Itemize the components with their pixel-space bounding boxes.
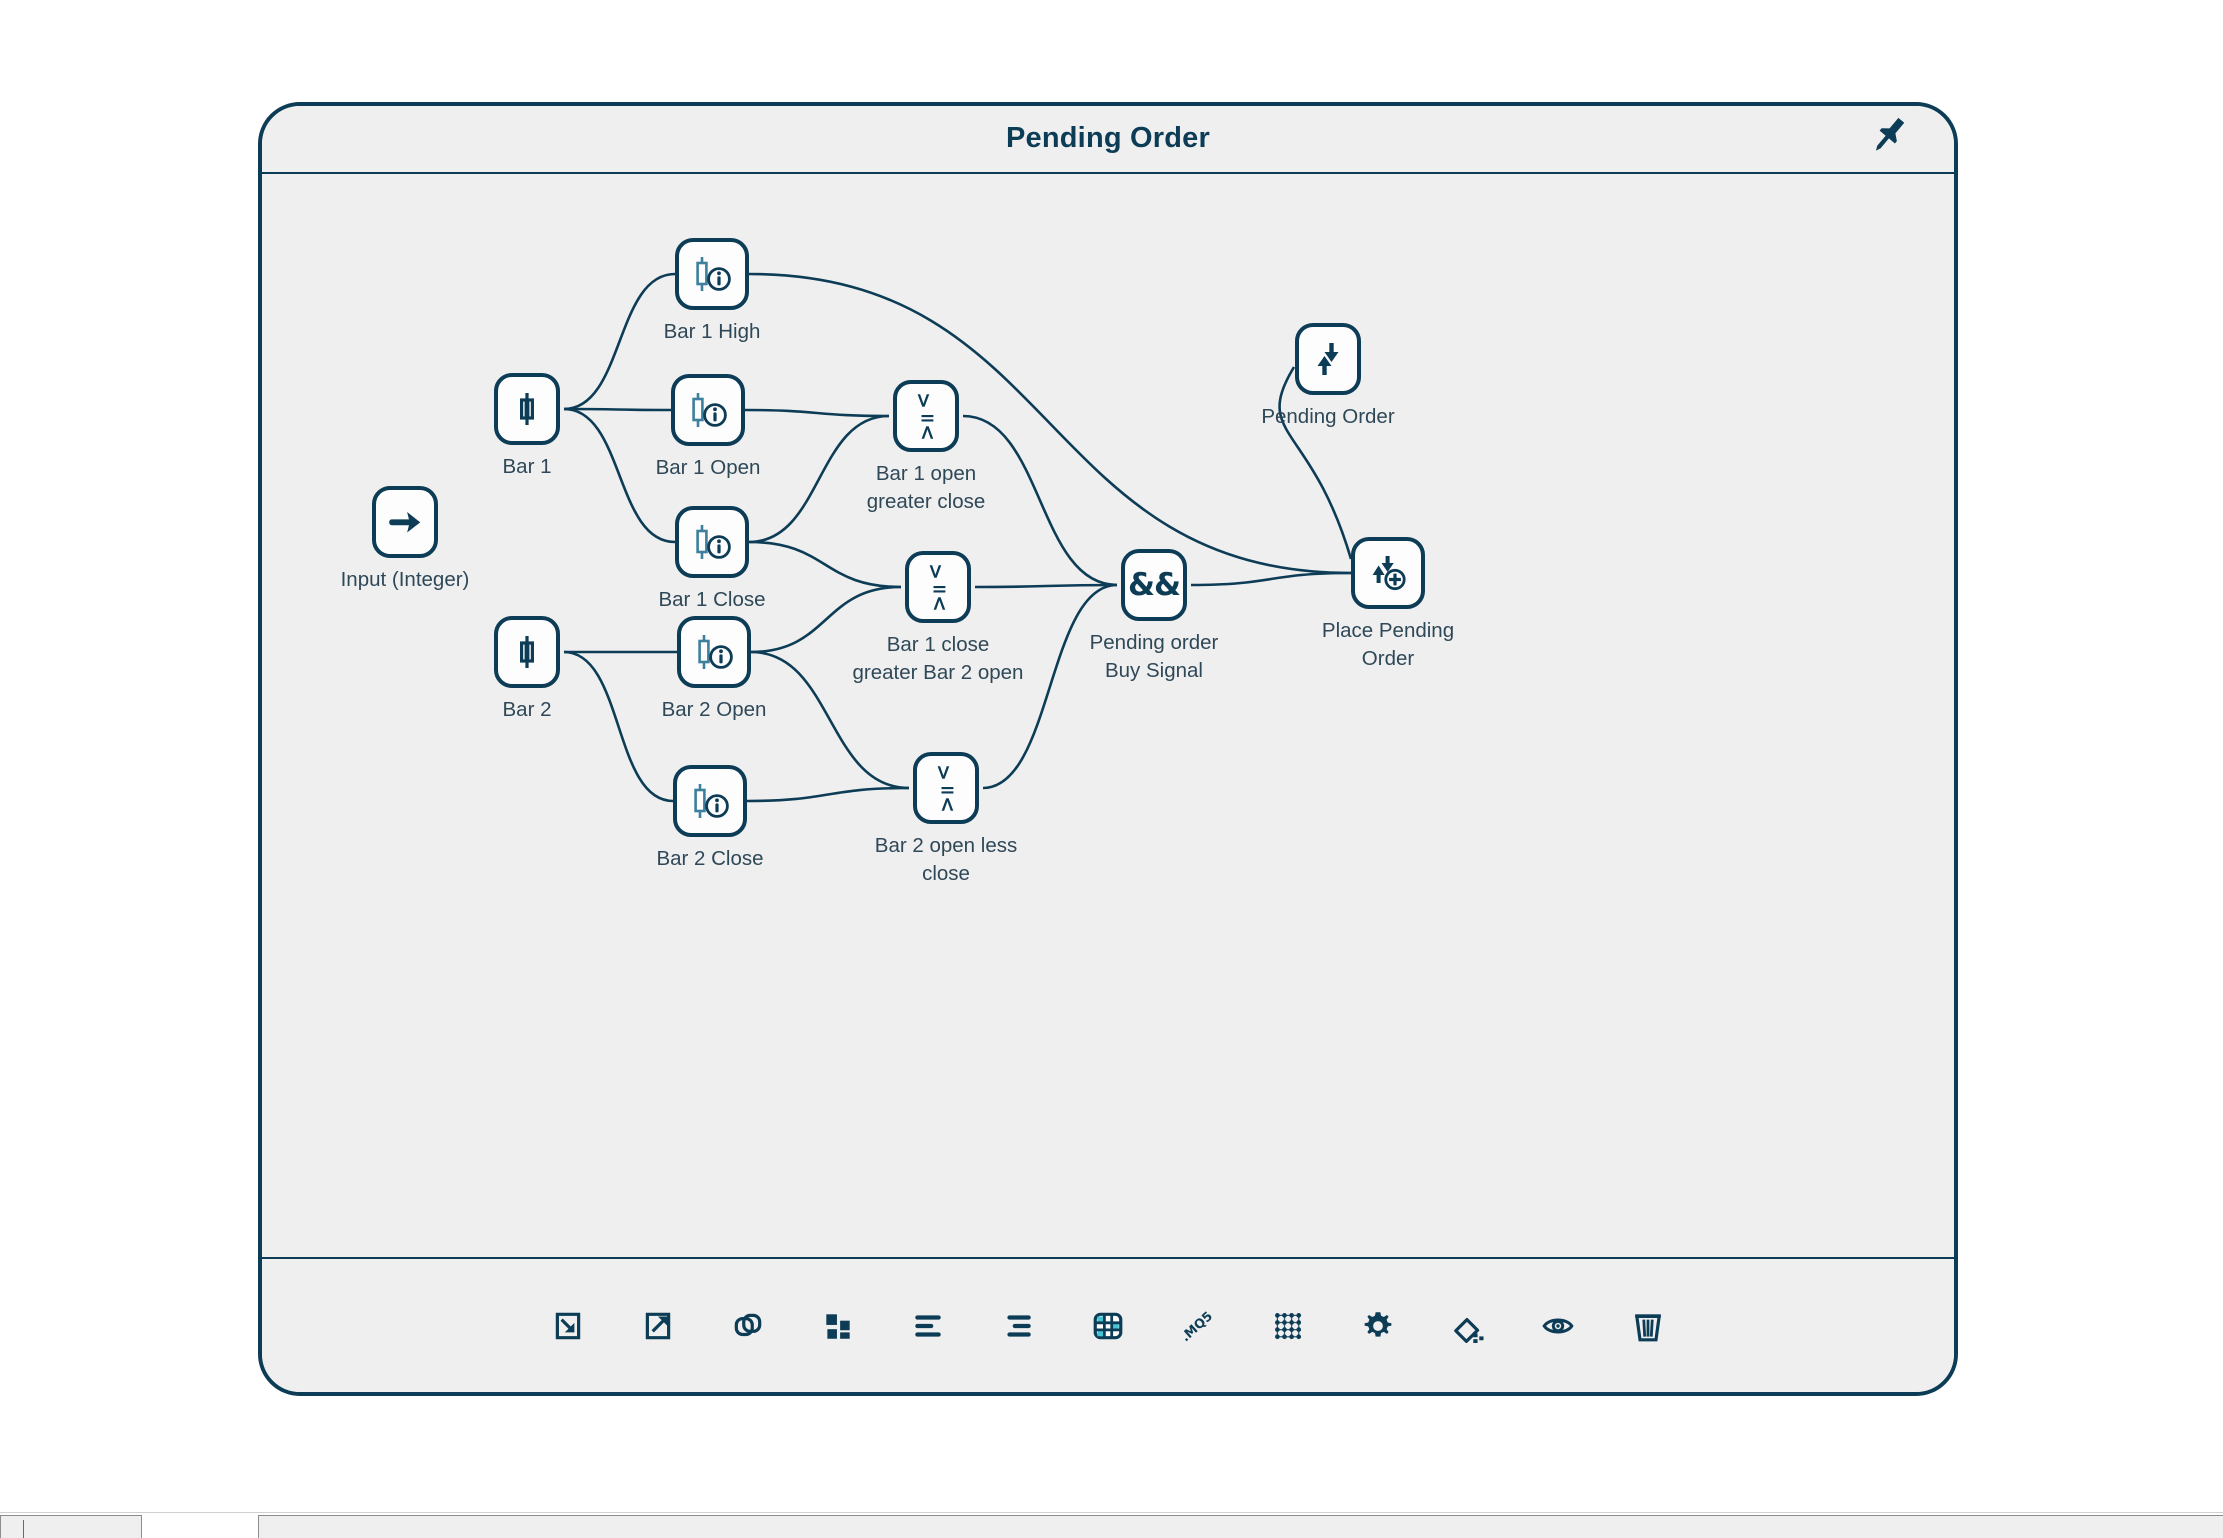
graph-node-label: Bar 2 Close: [656, 847, 764, 870]
pushpin-icon[interactable]: [1866, 112, 1912, 158]
status-cell-left: [0, 1515, 142, 1538]
status-cell-main: [258, 1515, 2223, 1538]
graph-node-label: Bar 1 close greater Bar 2 open: [852, 633, 1024, 684]
graph-node-label: Bar 1 open greater close: [866, 462, 986, 513]
logical-and-icon[interactable]: &&: [1121, 549, 1187, 621]
import-icon[interactable]: [545, 1303, 591, 1349]
compare-icon[interactable]: >=<: [893, 380, 959, 452]
graph-canvas[interactable]: Input (Integer) Bar 1 Bar 2 Bar 1 High: [262, 174, 1954, 1261]
candlestick-info-icon[interactable]: [675, 506, 749, 578]
dot-grid-icon[interactable]: [1265, 1303, 1311, 1349]
svg-text:.MQ5: .MQ5: [1181, 1309, 1215, 1343]
candlestick-icon[interactable]: [494, 373, 560, 445]
graph-node-label: Pending order Buy Signal: [1089, 631, 1219, 682]
graph-node-label: Bar 2 Open: [661, 698, 767, 721]
eye-icon[interactable]: [1535, 1303, 1581, 1349]
place-pending-order-icon[interactable]: [1351, 537, 1425, 609]
editor-toolbar: .MQ5: [262, 1257, 1954, 1392]
eraser-icon[interactable]: [1445, 1303, 1491, 1349]
align-left-icon[interactable]: [905, 1303, 951, 1349]
edge-andnode-to-placeorder: [1190, 571, 1352, 587]
table-grid-icon[interactable]: [1085, 1303, 1131, 1349]
edge-bar1open-to-cmp1: [744, 408, 890, 418]
candlestick-info-icon[interactable]: [671, 374, 745, 446]
graph-node-label: Pending Order: [1261, 405, 1395, 428]
duplicate-icon[interactable]: [725, 1303, 771, 1349]
pending-order-panel: Pending Order Input (Integer) Bar 1: [258, 102, 1958, 1396]
edge-pendingorder-to-placeorder: [1278, 366, 1353, 560]
edge-bar1-to-bar1open: [563, 407, 672, 412]
export-icon[interactable]: [635, 1303, 681, 1349]
edge-bar1close-to-cmp2: [748, 540, 902, 589]
page-title: Pending Order: [1005, 122, 1210, 154]
edge-cmp2-to-andnode: [974, 583, 1118, 589]
arrow-right-icon[interactable]: [372, 486, 438, 558]
pending-order-icon[interactable]: [1295, 323, 1361, 395]
graph-node-label: Bar 1 High: [663, 320, 761, 343]
mq5-icon[interactable]: .MQ5: [1175, 1303, 1221, 1349]
compare-icon[interactable]: >=<: [913, 752, 979, 824]
candlestick-info-icon[interactable]: [673, 765, 747, 837]
candlestick-icon[interactable]: [494, 616, 560, 688]
edge-bar2close-to-cmp3: [746, 786, 910, 803]
align-right-icon[interactable]: [995, 1303, 1041, 1349]
gear-icon[interactable]: [1355, 1303, 1401, 1349]
candlestick-info-icon[interactable]: [677, 616, 751, 688]
compare-icon[interactable]: >=<: [905, 551, 971, 623]
candlestick-info-icon[interactable]: [675, 238, 749, 310]
graph-node-label: Bar 1 Close: [658, 588, 766, 611]
graph-node-label: Place Pending Order: [1321, 619, 1455, 670]
status-bar: [0, 1512, 2223, 1538]
graph-node-label: Bar 1: [502, 455, 552, 478]
blocks-icon[interactable]: [815, 1303, 861, 1349]
edge-bar2-to-bar2close: [563, 650, 674, 803]
panel-titlebar: Pending Order: [262, 106, 1954, 174]
graph-node-label: Bar 1 Open: [655, 456, 761, 479]
status-tick: [23, 1520, 24, 1538]
graph-node-label: Input (Integer): [340, 568, 470, 591]
graph-node-label: Bar 2 open less close: [874, 834, 1018, 885]
graph-node-label: Bar 2: [502, 698, 552, 721]
trash-icon[interactable]: [1625, 1303, 1671, 1349]
